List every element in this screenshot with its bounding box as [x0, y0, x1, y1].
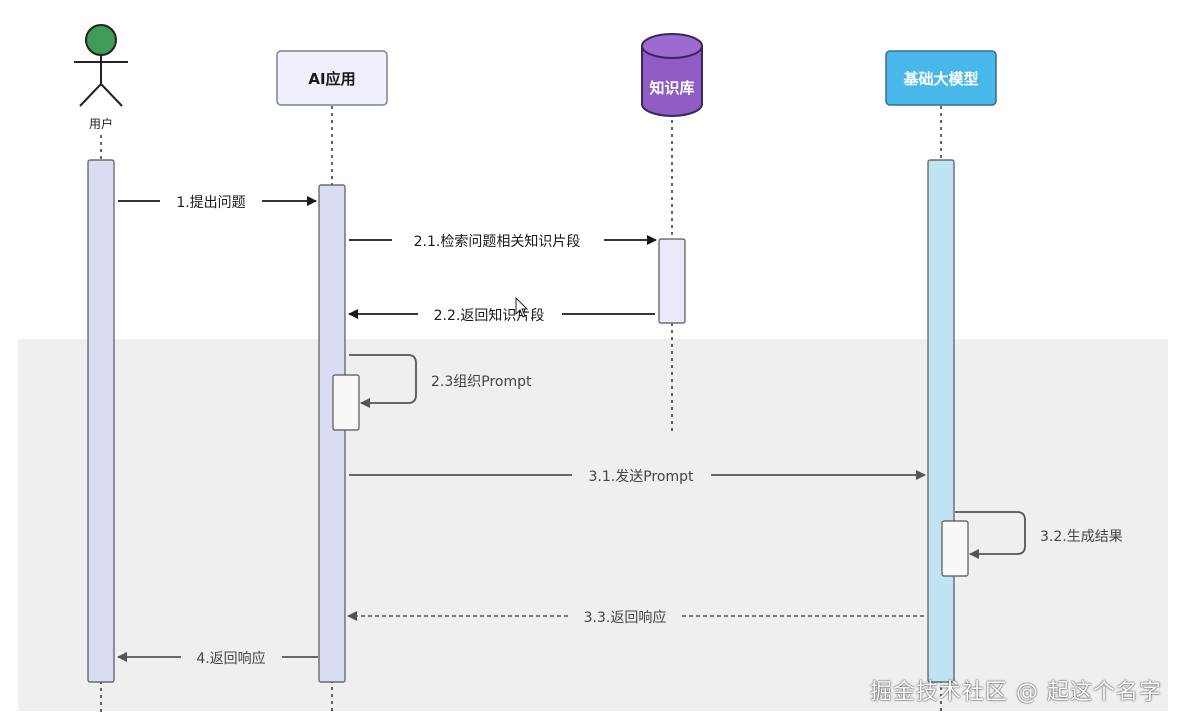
message-3-3-label: 3.3.返回响应 — [584, 609, 667, 626]
message-1-label: 1.提出问题 — [176, 195, 245, 211]
llm-label: 基础大模型 — [902, 70, 978, 88]
message-2-1-label: 2.1.检索问题相关知识片段 — [414, 233, 581, 250]
message-4-label: 4.返回响应 — [196, 650, 265, 667]
kb-label: 知识库 — [649, 79, 694, 97]
user-activation-bar — [87, 159, 115, 683]
llm-self-activation — [941, 520, 969, 577]
message-2-3-arrow — [349, 354, 417, 408]
highlight-band — [18, 339, 1168, 711]
kb-activation-bar — [658, 238, 686, 324]
app-self-activation — [332, 374, 360, 431]
llm-activation-bar — [927, 159, 955, 683]
user-actor-icon — [74, 24, 128, 107]
message-3-2-label: 3.2.生成结果 — [1040, 529, 1123, 545]
message-2-2-label: 2.2.返回知识片段 — [434, 307, 545, 324]
user-label: 用户 — [89, 116, 113, 131]
app-participant-box — [276, 50, 388, 106]
watermark-text: 掘金技术社区 @ 起这个名字 — [870, 680, 1162, 705]
message-3-1-label: 3.1.发送Prompt — [589, 469, 694, 485]
app-label: AI应用 — [308, 70, 355, 88]
database-icon — [641, 33, 703, 117]
mouse-cursor-icon — [515, 296, 529, 318]
message-2-3-label: 2.3组织Prompt — [431, 374, 532, 390]
llm-participant-box — [885, 50, 997, 106]
message-3-2-arrow — [955, 511, 1026, 559]
app-activation-bar — [318, 184, 346, 683]
